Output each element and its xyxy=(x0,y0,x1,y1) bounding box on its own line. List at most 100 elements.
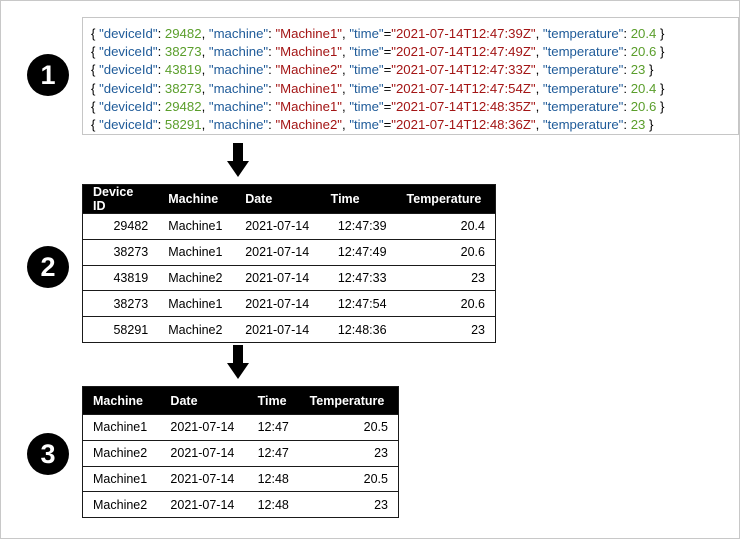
json-punctuation: , xyxy=(341,26,350,41)
json-key: "deviceId" xyxy=(99,62,158,78)
json-punctuation: } xyxy=(645,116,654,132)
json-key: "deviceId" xyxy=(99,116,158,132)
json-punctuation: , xyxy=(341,80,350,96)
json-punctuation: : xyxy=(157,44,165,60)
table-cell: 20.6 xyxy=(396,290,496,317)
json-punctuation: : xyxy=(157,80,165,96)
table-cell: 20.5 xyxy=(299,414,399,441)
table-cell: 2021-07-14 xyxy=(160,439,248,467)
json-punctuation: : xyxy=(623,116,631,132)
json-punctuation: , xyxy=(201,116,209,132)
json-records-box: { "deviceId": 29482, "machine": "Machine… xyxy=(82,17,739,135)
json-punctuation: } xyxy=(656,98,665,114)
json-value: "2021-07-14T12:48:35Z" xyxy=(391,98,536,114)
json-punctuation: : xyxy=(623,26,631,41)
column-header: Machine xyxy=(158,184,236,214)
table-cell: Machine1 xyxy=(158,213,236,240)
json-key: "machine" xyxy=(208,116,269,132)
json-value: 23 xyxy=(630,116,646,132)
table-cell: 12:47 xyxy=(247,414,300,441)
json-value: "2021-07-14T12:47:33Z" xyxy=(391,62,536,78)
table-header-row: Machine Date Time Temperature xyxy=(82,386,399,415)
json-punctuation: , xyxy=(535,80,543,96)
json-key: "time" xyxy=(349,116,384,132)
json-punctuation: { xyxy=(91,80,100,96)
table-cell: Machine1 xyxy=(158,290,236,317)
table-cell: 12:48 xyxy=(247,465,300,492)
json-key: "deviceId" xyxy=(99,80,158,96)
json-punctuation: , xyxy=(535,26,543,41)
column-header: Temperature xyxy=(299,386,399,415)
json-punctuation: , xyxy=(201,80,209,96)
column-header: Temperature xyxy=(396,184,496,214)
json-value: 29482 xyxy=(164,26,202,41)
table-cell: 20.6 xyxy=(396,238,496,266)
json-key: "deviceId" xyxy=(99,98,158,114)
json-record-line: { "deviceId": 29482, "machine": "Machine… xyxy=(91,98,738,116)
table-cell: 20.4 xyxy=(396,213,496,240)
table-cell: Machine1 xyxy=(158,238,236,266)
json-punctuation: { xyxy=(91,44,100,60)
json-value: "Machine2" xyxy=(275,62,342,78)
table-cell: 38273 xyxy=(82,238,159,266)
down-arrow-icon xyxy=(227,345,249,379)
json-punctuation: } xyxy=(656,44,665,60)
column-header: Time xyxy=(247,386,300,415)
json-punctuation: = xyxy=(383,44,392,60)
json-value: 38273 xyxy=(164,44,202,60)
table-cell: 38273 xyxy=(82,290,159,317)
json-value: "Machine2" xyxy=(275,116,342,132)
json-punctuation: = xyxy=(383,80,392,96)
json-punctuation: : xyxy=(268,26,276,41)
json-punctuation: } xyxy=(656,80,665,96)
table-cell: 2021-07-14 xyxy=(160,491,248,518)
table-cell: 12:47:54 xyxy=(320,290,397,317)
json-punctuation: : xyxy=(623,98,631,114)
json-punctuation: : xyxy=(623,80,631,96)
json-punctuation: : xyxy=(157,98,165,114)
json-punctuation: , xyxy=(535,116,543,132)
table-cell: 2021-07-14 xyxy=(235,238,321,266)
json-value: 29482 xyxy=(164,98,202,114)
table-cell: 2021-07-14 xyxy=(160,414,248,441)
json-key: "time" xyxy=(349,62,384,78)
column-header: Date xyxy=(235,184,321,214)
json-value: "Machine1" xyxy=(275,26,342,41)
table-cell: 20.5 xyxy=(299,465,399,492)
json-key: "machine" xyxy=(208,26,269,41)
json-punctuation: { xyxy=(91,116,100,132)
table-cell: 12:48 xyxy=(247,491,300,518)
json-value: 20.6 xyxy=(630,44,657,60)
json-value: "Machine1" xyxy=(275,44,342,60)
json-key: "temperature" xyxy=(542,98,624,114)
json-value: 20.4 xyxy=(630,80,657,96)
column-header: Device ID xyxy=(82,184,159,214)
json-punctuation: } xyxy=(656,26,665,41)
table-cell: 12:47 xyxy=(247,439,300,467)
json-punctuation: : xyxy=(157,26,165,41)
json-punctuation: : xyxy=(623,62,631,78)
json-value: "Machine1" xyxy=(275,80,342,96)
json-key: "time" xyxy=(349,44,384,60)
table-cell: 23 xyxy=(299,491,399,518)
table-cell: 12:47:33 xyxy=(320,264,397,291)
json-punctuation: : xyxy=(157,116,165,132)
json-value: "2021-07-14T12:47:49Z" xyxy=(391,44,536,60)
json-record-line: { "deviceId": 29482, "machine": "Machine… xyxy=(91,25,738,43)
table-cell: Machine2 xyxy=(158,316,236,343)
table-cell: 2021-07-14 xyxy=(235,290,321,317)
step-3-badge: 3 xyxy=(27,433,69,475)
json-value: 23 xyxy=(630,62,646,78)
json-value: 38273 xyxy=(164,80,202,96)
json-punctuation: = xyxy=(383,116,392,132)
table-cell: Machine2 xyxy=(82,491,161,518)
json-punctuation: , xyxy=(201,44,209,60)
json-punctuation: , xyxy=(535,98,543,114)
json-punctuation: , xyxy=(201,98,209,114)
